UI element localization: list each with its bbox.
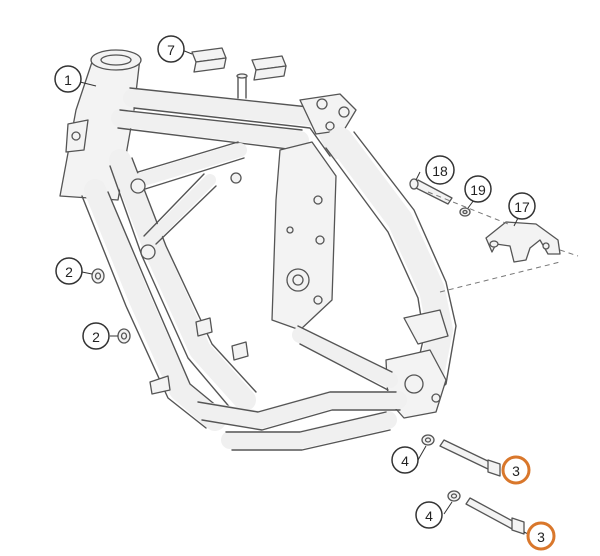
callout-label: 3 bbox=[512, 463, 520, 479]
callout-4-lower: 4 bbox=[415, 501, 443, 529]
callout-19: 19 bbox=[464, 175, 492, 203]
lower-cradle bbox=[149, 317, 407, 451]
part-4-washer-lower bbox=[447, 490, 461, 502]
callout-3-lower: 3 bbox=[526, 521, 556, 551]
callout-label: 1 bbox=[64, 72, 72, 88]
part-18-bolt bbox=[409, 178, 453, 205]
frame-assembly bbox=[59, 49, 457, 451]
callout-18: 18 bbox=[425, 155, 455, 185]
part-17-bracket bbox=[485, 221, 561, 263]
callout-7: 7 bbox=[157, 35, 185, 63]
callout-17: 17 bbox=[508, 192, 536, 220]
callout-3-upper: 3 bbox=[501, 455, 531, 485]
part-4-washer-upper bbox=[421, 434, 435, 446]
assembly-line-rear bbox=[439, 261, 561, 293]
swingarm-pivot-plate bbox=[271, 141, 337, 331]
callout-label: 3 bbox=[537, 529, 545, 545]
callout-2-lower: 2 bbox=[82, 322, 110, 350]
shock-mount-bracket bbox=[299, 93, 357, 135]
callout-4-upper: 4 bbox=[391, 446, 419, 474]
callout-label: 4 bbox=[401, 453, 409, 469]
frame-braces bbox=[130, 73, 248, 260]
part-2-nut-upper bbox=[91, 268, 105, 284]
callout-label: 7 bbox=[167, 42, 175, 58]
callout-label: 19 bbox=[470, 182, 486, 198]
callout-label: 17 bbox=[514, 199, 530, 215]
part-7-blocks bbox=[191, 47, 287, 81]
part-2-nut-lower bbox=[117, 328, 131, 344]
part-19-washer bbox=[459, 207, 471, 217]
part-3-bolt-lower bbox=[465, 497, 525, 535]
callout-label: 2 bbox=[92, 329, 100, 345]
callout-label: 2 bbox=[65, 264, 73, 280]
callout-label: 4 bbox=[425, 508, 433, 524]
assembly-line-17 bbox=[559, 249, 579, 257]
callout-1: 1 bbox=[54, 65, 82, 93]
callout-2-upper: 2 bbox=[55, 257, 83, 285]
part-3-bolt-upper bbox=[439, 439, 501, 477]
callout-label: 18 bbox=[432, 163, 448, 179]
